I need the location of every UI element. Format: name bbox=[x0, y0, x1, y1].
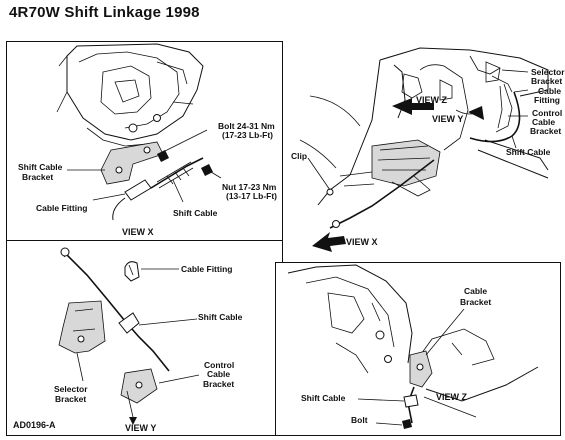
view-x-fitting-label: Cable Fitting bbox=[36, 203, 88, 213]
view-z-bracket-label-2: Bracket bbox=[460, 297, 492, 307]
overview-view-z-label: VIEW Z bbox=[416, 95, 447, 105]
view-z-cable-label: Shift Cable bbox=[301, 393, 346, 403]
page-title: 4R70W Shift Linkage 1998 bbox=[9, 4, 200, 21]
overview-selector-label: Selector bbox=[531, 67, 565, 77]
view-y-control-label: Control bbox=[204, 360, 235, 370]
view-x-bolt-label: Bolt 24-31 Nm bbox=[218, 121, 275, 131]
overview-control-label-2: Cable bbox=[532, 117, 556, 127]
view-x-bolt-torque-label: (17-23 Lb-Ft) bbox=[222, 130, 273, 140]
view-y-selector-label: Selector bbox=[54, 384, 88, 394]
view-x-nut-torque-label: (13-17 Lb-Ft) bbox=[226, 191, 277, 201]
overview-clip-label: Clip bbox=[291, 151, 308, 161]
view-z-bracket-label: Cable bbox=[464, 286, 488, 296]
view-x-nut-label: Nut 17-23 Nm bbox=[222, 182, 277, 192]
view-y-panel bbox=[6, 240, 283, 436]
overview-control-label: Control bbox=[532, 108, 563, 118]
overview-view-x-label: VIEW X bbox=[346, 237, 378, 247]
view-y-control-label-3: Bracket bbox=[203, 379, 235, 389]
view-x-cable-label: Shift Cable bbox=[173, 208, 218, 218]
figure-id: AD0196-A bbox=[13, 420, 56, 430]
view-y-fitting-label: Cable Fitting bbox=[181, 264, 233, 274]
overview-view-y-label: VIEW Y bbox=[432, 114, 464, 124]
overview-cable-fitting-label-2: Fitting bbox=[534, 95, 560, 105]
view-x-bracket-label: Shift Cable bbox=[18, 162, 63, 172]
overview-selector-label-2: Bracket bbox=[531, 76, 563, 86]
overview-control-label-3: Bracket bbox=[530, 126, 562, 136]
overview-shift-cable-label: Shift Cable bbox=[506, 147, 551, 157]
view-z-panel bbox=[275, 262, 561, 436]
view-y-caption: VIEW Y bbox=[125, 423, 157, 433]
view-z-caption: VIEW Z bbox=[436, 392, 467, 402]
view-z-bolt-label: Bolt bbox=[351, 415, 368, 425]
view-y-control-label-2: Cable bbox=[207, 369, 231, 379]
view-y-selector-label-2: Bracket bbox=[55, 394, 87, 404]
view-x-caption: VIEW X bbox=[122, 227, 154, 237]
overview-cable-fitting-label: Cable bbox=[538, 86, 562, 96]
view-x-bracket-label-2: Bracket bbox=[22, 172, 54, 182]
view-y-cable-label: Shift Cable bbox=[198, 312, 243, 322]
